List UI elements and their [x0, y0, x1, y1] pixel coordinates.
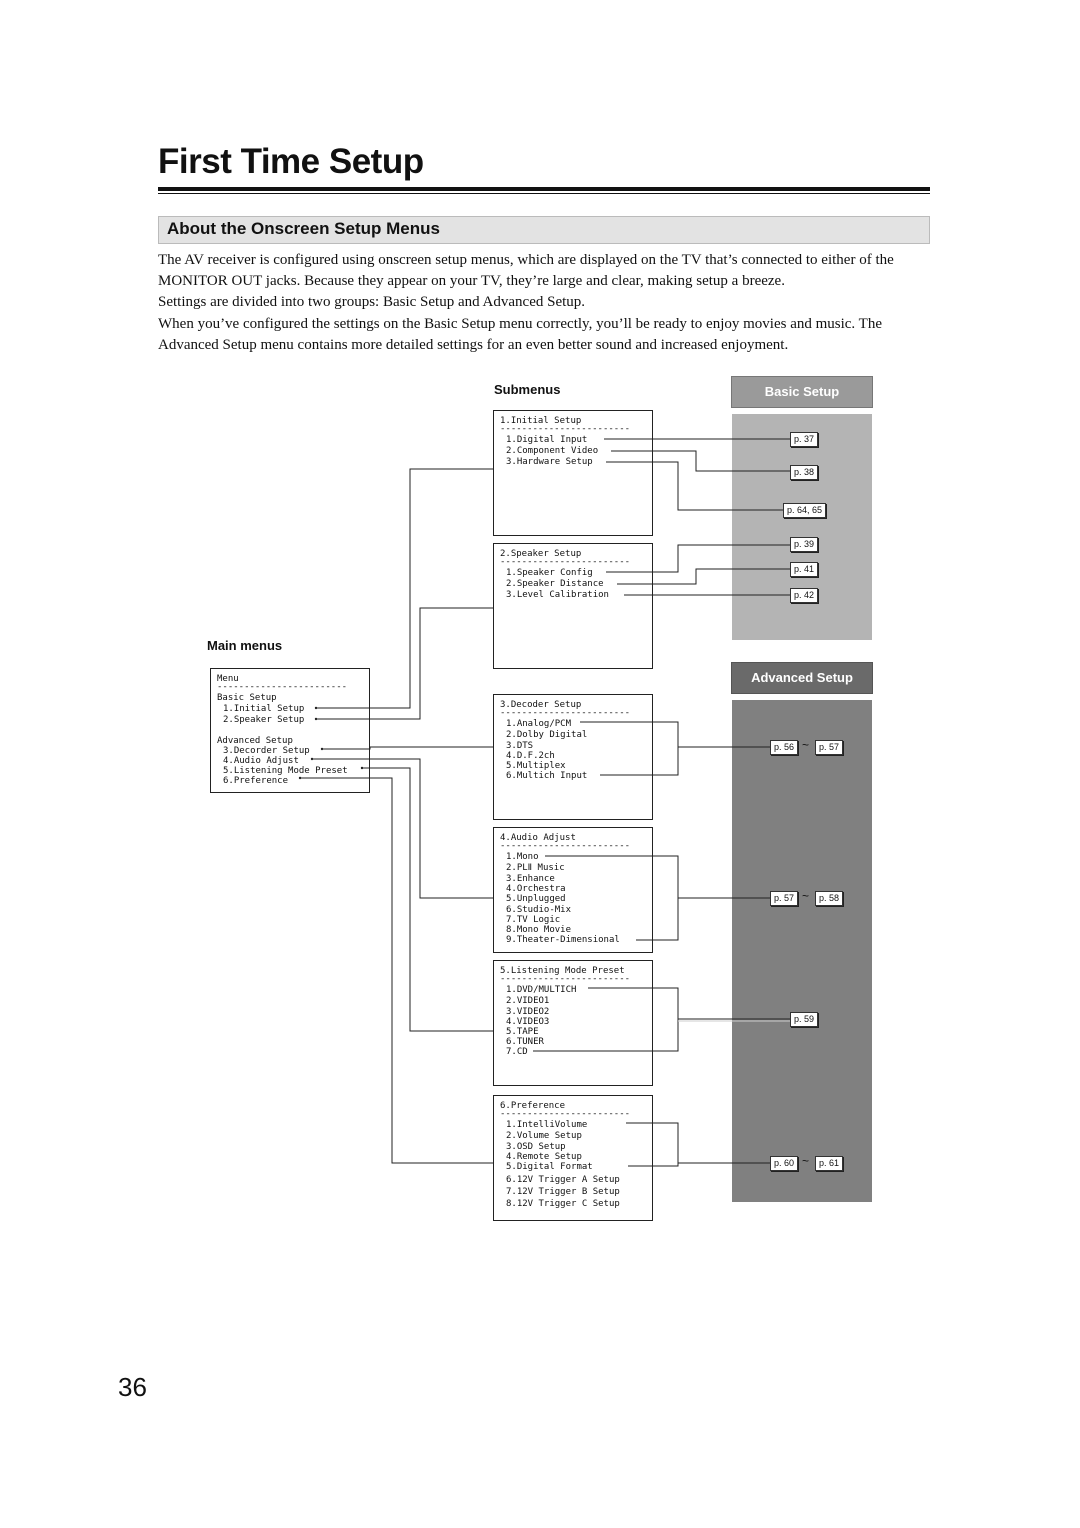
submenu-item: 5.Unplugged [506, 894, 566, 904]
submenu-item: 7.CD [506, 1047, 528, 1057]
submenu-item: 1.DVD/MULTICH [506, 985, 577, 995]
submenu-item: 4.Remote Setup [506, 1152, 582, 1162]
submenu-item: 8.12V Trigger C Setup [506, 1199, 620, 1209]
title-rule [158, 187, 930, 191]
page-ref: p. 57 [815, 740, 844, 755]
page-ref: p. 58 [815, 891, 844, 906]
page-ref: p. 41 [790, 562, 819, 577]
submenu-item: 3.OSD Setup [506, 1142, 566, 1152]
page-ref: p. 60 [770, 1156, 799, 1171]
main-menu-header: Menu [217, 674, 239, 684]
divider: ------------------------ [500, 424, 631, 434]
divider: ------------------------ [217, 682, 348, 692]
submenus-label: Submenus [494, 382, 561, 397]
submenu-box: 1.Initial Setup ------------------------… [493, 410, 653, 536]
group-advanced: Advanced Setup [217, 736, 293, 746]
submenu-title: 5.Listening Mode Preset [500, 966, 625, 976]
submenu-item: 4.Orchestra [506, 884, 566, 894]
range-symbol: ~ [802, 889, 810, 903]
page-ref: p. 56 [770, 740, 799, 755]
title-rule-thin [158, 193, 930, 194]
submenu-item: 2.Speaker Distance [506, 579, 604, 589]
submenu-item: 1.Mono [506, 852, 539, 862]
main-item: 2.Speaker Setup [223, 715, 305, 725]
groups-paragraph: Settings are divided into two groups: Ba… [158, 294, 586, 310]
submenu-item: 6.Multich Input [506, 771, 588, 781]
submenu-box: 2.Speaker Setup ------------------------… [493, 543, 653, 669]
submenu-item: 4.VIDEO3 [506, 1017, 550, 1027]
submenu-item: 2.VIDEO1 [506, 996, 550, 1006]
submenu-item: 4.D.F.2ch [506, 751, 555, 761]
advanced-setup-panel [732, 700, 872, 1202]
main-item: 1.Initial Setup [223, 704, 305, 714]
intro-paragraph: The AV receiver is configured using onsc… [158, 252, 894, 289]
range-symbol: ~ [802, 1154, 810, 1168]
submenu-item: 7.TV Logic [506, 915, 561, 925]
main-menu-box: Menu ------------------------ Basic Setu… [210, 668, 370, 793]
divider: ------------------------ [500, 557, 631, 567]
submenu-item: 6.TUNER [506, 1037, 544, 1047]
page-ref: p. 64, 65 [783, 503, 827, 518]
submenu-item: 2.PLⅡ Music [506, 863, 565, 873]
submenu-item: 3.Level Calibration [506, 590, 609, 600]
page-ref: p. 59 [790, 1012, 819, 1027]
submenu-item: 3.Enhance [506, 874, 555, 884]
divider: ------------------------ [500, 841, 631, 851]
divider: ------------------------ [500, 1109, 631, 1119]
basic-setup-header: Basic Setup [731, 376, 873, 408]
submenu-item: 1.Digital Input [506, 435, 588, 445]
divider: ------------------------ [500, 708, 631, 718]
submenu-item: 3.Hardware Setup [506, 457, 593, 467]
page-ref: p. 57 [770, 891, 799, 906]
submenu-item: 3.VIDEO2 [506, 1007, 550, 1017]
submenu-item: 8.Mono Movie [506, 925, 572, 935]
submenu-item: 5.TAPE [506, 1027, 539, 1037]
submenu-item: 1.Speaker Config [506, 568, 593, 578]
submenu-box: 5.Listening Mode Preset ----------------… [493, 960, 653, 1086]
submenu-item: 2.Dolby Digital [506, 730, 588, 740]
submenu-title: 6.Preference [500, 1101, 566, 1111]
page-ref: p. 61 [815, 1156, 844, 1171]
page-ref: p. 38 [790, 465, 819, 480]
page-title: First Time Setup [158, 142, 424, 181]
page-ref: p. 39 [790, 537, 819, 552]
submenu-item: 2.Component Video [506, 446, 599, 456]
submenu-title: 2.Speaker Setup [500, 549, 582, 559]
submenu-box: 3.Decoder Setup ------------------------… [493, 694, 653, 820]
main-menus-label: Main menus [207, 638, 283, 653]
submenu-item: 5.Multiplex [506, 761, 566, 771]
main-item: 6.Preference [223, 776, 289, 786]
submenu-item: 5.Digital Format [506, 1162, 593, 1172]
group-basic: Basic Setup [217, 693, 277, 703]
section-header: About the Onscreen Setup Menus [158, 216, 930, 244]
submenu-item: 2.Volume Setup [506, 1131, 582, 1141]
range-symbol: ~ [802, 738, 810, 752]
submenu-item: 1.Analog/PCM [506, 719, 572, 729]
page-ref: p. 42 [790, 588, 819, 603]
submenu-box: 4.Audio Adjust ------------------------ … [493, 827, 653, 953]
submenu-item: 9.Theater-Dimensional [506, 935, 620, 945]
main-item: 3.Decorder Setup [223, 746, 310, 756]
submenu-item: 7.12V Trigger B Setup [506, 1187, 620, 1197]
submenu-item: 6.12V Trigger A Setup [506, 1175, 620, 1185]
detail-paragraph: When you’ve configured the settings on t… [158, 316, 882, 353]
main-item: 5.Listening Mode Preset [223, 766, 348, 776]
submenu-title: 4.Audio Adjust [500, 833, 576, 843]
main-item: 4.Audio Adjust [223, 756, 299, 766]
submenu-box: 6.Preference ------------------------ 1.… [493, 1095, 653, 1221]
advanced-setup-header: Advanced Setup [731, 662, 873, 694]
page-number: 36 [118, 1372, 147, 1402]
submenu-title: 3.Decoder Setup [500, 700, 582, 710]
submenu-item: 6.Studio-Mix [506, 905, 572, 915]
submenu-item: 3.DTS [506, 741, 534, 751]
submenu-item: 1.IntelliVolume [506, 1120, 588, 1130]
divider: ------------------------ [500, 974, 631, 984]
page-ref: p. 37 [790, 432, 819, 447]
submenu-title: 1.Initial Setup [500, 416, 582, 426]
section-title: About the Onscreen Setup Menus [167, 219, 440, 238]
